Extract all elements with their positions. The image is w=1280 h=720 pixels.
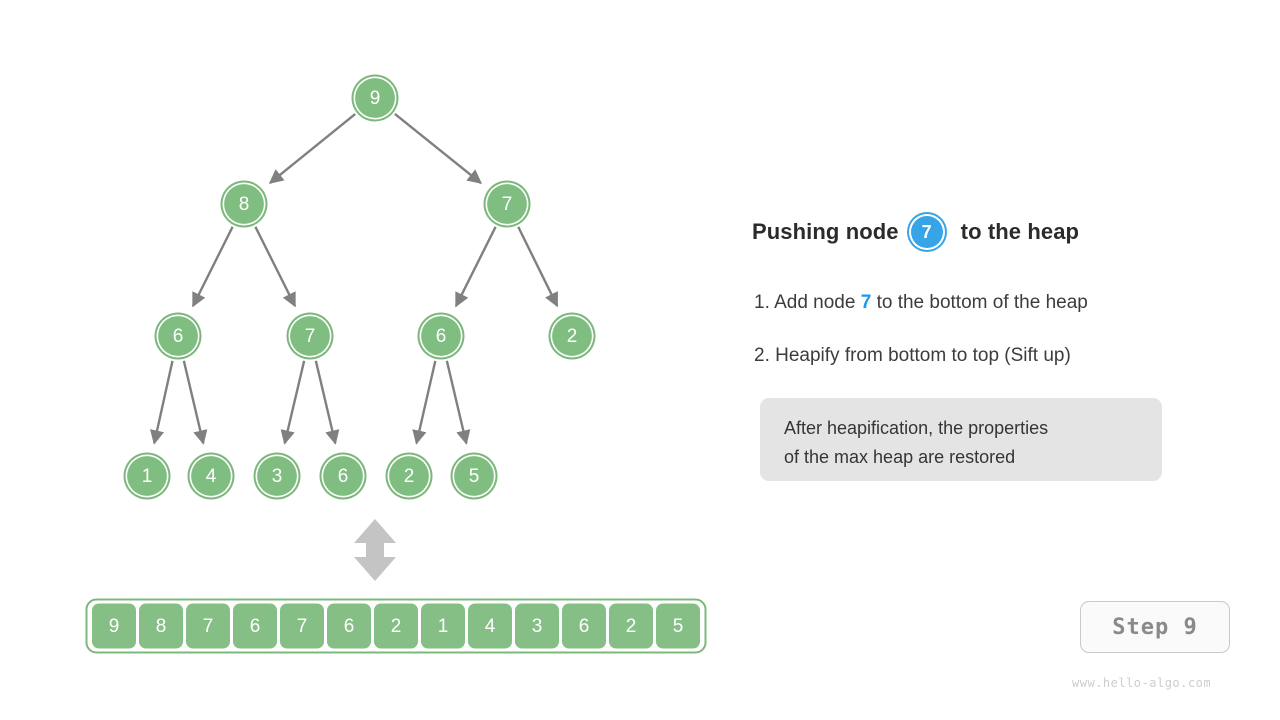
node-value-label: 8 — [239, 194, 250, 215]
tree-node: 1 — [123, 452, 171, 500]
tree-edge — [412, 360, 437, 445]
array-cell — [280, 603, 324, 649]
tree-edge — [182, 360, 208, 445]
tree-node: 8 — [220, 180, 268, 228]
array-cell-value: 6 — [579, 616, 590, 637]
page-title: Pushing node 7 to the heap — [752, 214, 1079, 250]
node-value-label: 7 — [502, 194, 513, 215]
tree-node: 7 — [286, 312, 334, 360]
watermark-text: www.hello-algo.com — [1072, 676, 1212, 690]
note-line-2: of the max heap are restored — [784, 447, 1016, 467]
node-value-label: 6 — [436, 326, 447, 347]
step-1-suffix: to the bottom of the heap — [871, 292, 1088, 313]
node-fill — [224, 184, 264, 224]
instruction-step-1: 1. Add node 7 to the bottom of the heap — [754, 292, 1088, 314]
updown-arrow-icon — [354, 519, 396, 581]
array-cell-value: 5 — [673, 616, 684, 637]
tree-node: 6 — [154, 312, 202, 360]
node-value-label: 5 — [469, 466, 480, 487]
step-1-prefix: 1. Add node — [754, 292, 861, 313]
tree-node: 3 — [253, 452, 301, 500]
node-fill — [487, 184, 527, 224]
array-cell — [562, 603, 606, 649]
node-fill — [191, 456, 231, 496]
tree-node: 7 — [483, 180, 531, 228]
tree-edge — [280, 360, 306, 445]
title-suffix: to the heap — [960, 219, 1080, 244]
node-value-label: 6 — [173, 326, 184, 347]
node-value-label: 1 — [142, 466, 153, 487]
tree-edge — [445, 360, 471, 445]
tree-nodes: 9 8 7 6 7 6 2 1 4 3 6 2 5 — [123, 74, 596, 500]
step-counter-badge: Step 9 — [1080, 601, 1230, 653]
array-cell-value: 6 — [344, 616, 355, 637]
array-cell — [92, 603, 136, 649]
node-fill — [454, 456, 494, 496]
node-fill — [355, 78, 395, 118]
instruction-step-2: 2. Heapify from bottom to top (Sift up) — [754, 345, 1071, 367]
array-cell-value: 6 — [250, 616, 261, 637]
node-fill — [323, 456, 363, 496]
node-fill — [552, 316, 592, 356]
pushed-node-badge: 7 — [908, 214, 945, 250]
tree-edge — [517, 226, 559, 308]
node-fill — [127, 456, 167, 496]
array-cell — [421, 603, 465, 649]
array-cell-value: 1 — [438, 616, 449, 637]
array-cell-value: 7 — [297, 616, 308, 637]
array-cell — [656, 603, 700, 649]
array-cell — [186, 603, 230, 649]
node-value-label: 2 — [567, 326, 578, 347]
tree-node: 5 — [450, 452, 498, 500]
array-cell — [233, 603, 277, 649]
array-representation: 9 8 7 6 7 6 2 1 4 3 6 2 5 — [85, 598, 707, 654]
node-fill — [389, 456, 429, 496]
tree-node: 9 — [351, 74, 399, 122]
array-cell-value: 2 — [391, 616, 402, 637]
node-fill — [257, 456, 297, 496]
tree-edges — [150, 113, 559, 445]
tree-edge — [268, 113, 356, 184]
array-cell-value: 9 — [109, 616, 120, 637]
step-2-prefix: 2. Heapify from bottom to top (Sift up) — [754, 345, 1071, 366]
tree-edge — [254, 226, 297, 308]
tree-edge — [314, 360, 340, 445]
tree-edge — [454, 226, 497, 308]
step-1-highlight: 7 — [860, 292, 872, 313]
info-panel: Pushing node 7 to the heap 1. Add node 7… — [752, 0, 1280, 720]
node-value-label: 6 — [338, 466, 349, 487]
tree-edge — [191, 226, 234, 308]
array-cell — [515, 603, 559, 649]
tree-edge — [150, 360, 174, 445]
node-fill — [421, 316, 461, 356]
array-cell-value: 4 — [485, 616, 496, 637]
note-callout: After heapification, the properties of t… — [760, 398, 1162, 481]
title-prefix: Pushing node — [752, 219, 899, 244]
array-cell-value: 8 — [156, 616, 167, 637]
array-cell-value: 3 — [532, 616, 543, 637]
node-fill — [290, 316, 330, 356]
diagram-panel: 9 8 7 6 7 6 2 1 4 3 6 2 5 9 8 7 6 7 6 2 1 4 3 6 2 5 — [85, 74, 707, 654]
node-value-label: 3 — [272, 466, 283, 487]
array-cell — [609, 603, 653, 649]
tree-node: 4 — [187, 452, 235, 500]
tree-node: 6 — [417, 312, 465, 360]
note-line-1: After heapification, the properties — [784, 418, 1049, 438]
node-value-label: 4 — [206, 466, 217, 487]
tree-node: 2 — [385, 452, 433, 500]
node-value-label: 7 — [305, 326, 316, 347]
node-value-label: 2 — [404, 466, 415, 487]
tree-node: 2 — [548, 312, 596, 360]
array-cell — [468, 603, 512, 649]
heap-tree-diagram: 9 8 7 6 7 6 2 1 4 3 6 2 5 9 8 7 6 7 6 2 1 4 3 6 2 5 — [85, 74, 707, 654]
array-cell-value: 7 — [203, 616, 214, 637]
array-cell — [374, 603, 418, 649]
tree-node: 6 — [319, 452, 367, 500]
array-cell — [139, 603, 183, 649]
array-cell — [327, 603, 371, 649]
array-cell-value: 2 — [626, 616, 637, 637]
tree-edge — [394, 113, 483, 184]
node-value-label: 9 — [370, 88, 381, 109]
node-fill — [158, 316, 198, 356]
